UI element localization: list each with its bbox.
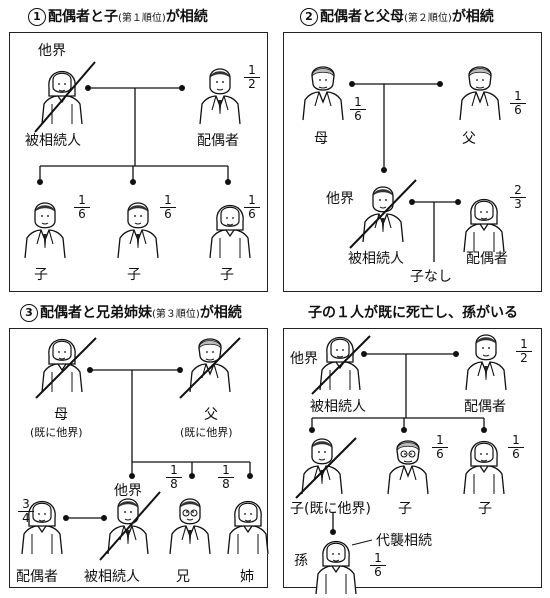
panel1-number: 1 xyxy=(28,8,46,26)
p2-father-label: 父 xyxy=(462,131,476,147)
deceased-figure xyxy=(319,336,361,391)
child2-figure xyxy=(387,440,429,495)
mother-figure xyxy=(302,66,344,121)
grandchild-figure xyxy=(315,540,357,595)
sister-figure xyxy=(227,500,269,555)
p4-child3-label: 子 xyxy=(478,501,492,517)
p3-father-label: 父 xyxy=(204,407,218,423)
p3-mother-note: (既に他界) xyxy=(30,426,83,439)
deceased-figure xyxy=(107,498,149,555)
p3-spouse-label: 配偶者 xyxy=(16,569,58,585)
p3-deceased-tag: 他界 xyxy=(114,483,142,499)
p1-spouse-label: 配偶者 xyxy=(197,133,239,149)
p1-child2-label: 子 xyxy=(127,267,141,283)
child1-figure xyxy=(24,202,66,259)
p3-brother-label: 兄 xyxy=(176,569,190,585)
spouse-figure xyxy=(465,334,507,391)
panel3 xyxy=(9,328,268,588)
brother-figure xyxy=(169,498,211,555)
panel3-number: 3 xyxy=(20,304,38,322)
p1-deceased-tag: 他界 xyxy=(38,43,66,59)
p1-deceased-label: 被相続人 xyxy=(25,133,81,149)
p4-dead-child-label: 子(既に他界) xyxy=(290,501,371,517)
deceased-slash xyxy=(349,179,417,249)
p2-no-child-label: 子なし xyxy=(410,269,452,285)
panel2-tree xyxy=(302,66,505,262)
spouse-figure xyxy=(463,198,505,253)
father-figure xyxy=(189,338,231,393)
p2-mother-label: 母 xyxy=(314,131,328,147)
child2-figure xyxy=(117,202,159,259)
p1-child1-label: 子 xyxy=(34,267,48,283)
p3-father-note: (既に他界) xyxy=(180,426,233,439)
mother-figure xyxy=(41,338,83,393)
p4-deceased-label: 被相続人 xyxy=(310,399,366,415)
p3-sister-label: 姉 xyxy=(240,569,254,585)
p4-deceased-tag: 他界 xyxy=(290,351,318,367)
panel4-tree xyxy=(295,334,507,595)
panel1-tree xyxy=(24,61,251,259)
child3-figure xyxy=(463,440,505,495)
p4-spouse-label: 配偶者 xyxy=(464,399,506,415)
p4-substitution-label: 代襲相続 xyxy=(376,533,432,549)
p1-child3-label: 子 xyxy=(220,267,234,283)
p3-deceased-label: 被相続人 xyxy=(84,569,140,585)
p2-deceased-label: 被相続人 xyxy=(348,251,404,267)
panel2 xyxy=(283,32,542,292)
panel1 xyxy=(9,32,268,292)
panel2-number: 2 xyxy=(300,8,318,26)
panel3-tree xyxy=(21,337,269,561)
deceased-slash xyxy=(34,61,96,133)
panel4 xyxy=(283,328,542,588)
spouse-figure xyxy=(199,68,241,125)
father-figure xyxy=(459,66,501,121)
panel4-title: 子の１人が既に死亡し、孫がいる xyxy=(308,305,518,321)
p2-spouse-label: 配偶者 xyxy=(466,251,508,267)
p4-grandchild-label: 孫 xyxy=(294,553,308,569)
p4-child2-label: 子 xyxy=(398,501,412,517)
p2-deceased-tag: 他界 xyxy=(326,191,354,207)
p3-mother-label: 母 xyxy=(54,407,68,423)
